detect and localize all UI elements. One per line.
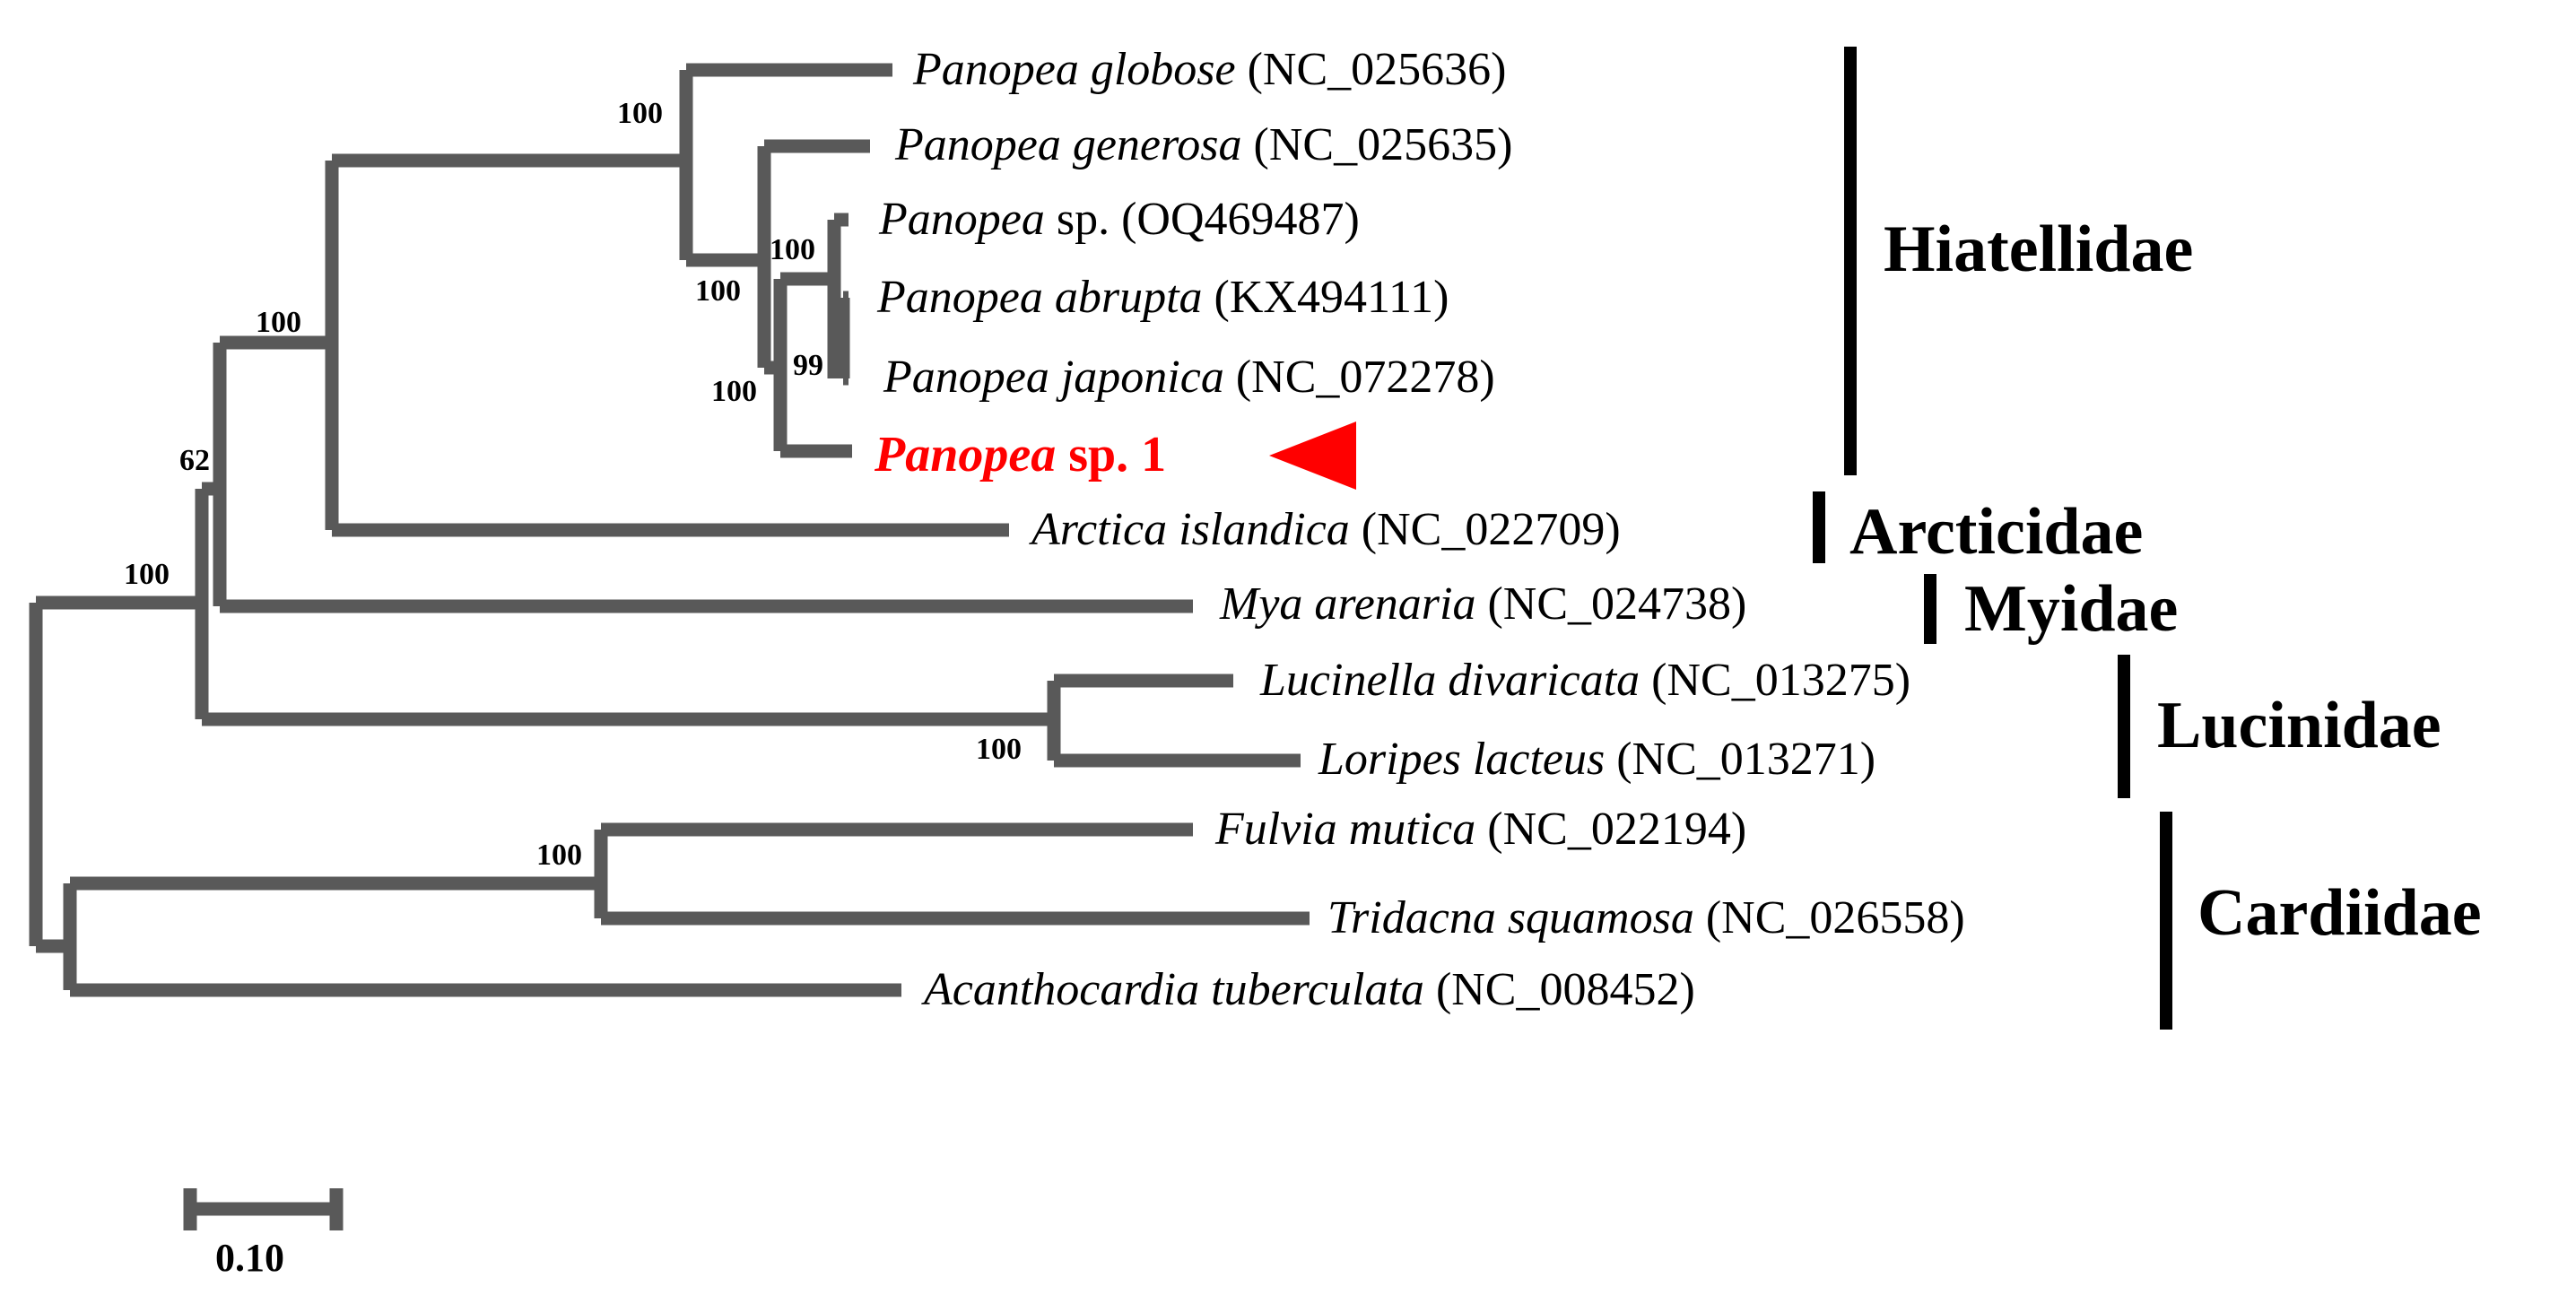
bootstrap-label: 100 (256, 306, 301, 339)
bootstrap-label: 100 (617, 97, 663, 130)
taxon-label: Panopea abrupta (KX494111) (876, 272, 1449, 323)
bootstrap-label: 62 (179, 444, 210, 477)
taxon-labels: Panopea globose (NC_025636) Panopea gene… (874, 44, 1965, 1015)
family-label: Hiatellidae (1884, 213, 2193, 286)
family-label: Myidae (1964, 572, 2178, 646)
bootstrap-label: 100 (770, 233, 815, 266)
tree-branches (29, 63, 1310, 997)
taxon-label: Panopea globose (NC_025636) (912, 44, 1506, 95)
family-label: Lucinidae (2157, 689, 2441, 762)
scale-bar-line (183, 1188, 344, 1230)
taxon-label: Mya arenaria (NC_024738) (1219, 578, 1746, 630)
family-label: Cardiidae (2197, 876, 2482, 950)
taxon-label: Fulvia mutica (NC_022194) (1214, 804, 1746, 855)
bootstrap-label: 100 (976, 733, 1022, 766)
bootstrap-label: 100 (536, 839, 582, 872)
taxon-label: Arctica islandica (NC_022709) (1029, 504, 1621, 555)
taxon-label: Panopea generosa (NC_025635) (894, 119, 1512, 170)
taxon-label: Loripes lacteus (NC_013271) (1318, 734, 1875, 785)
bootstrap-values: 100 100 100 100 99 100 62 100 100 100 (124, 97, 1022, 872)
family-brackets: Hiatellidae Arcticidae Myidae Lucinidae … (1813, 47, 2482, 1030)
scale-bar-label: 0.10 (215, 1236, 284, 1280)
bootstrap-label: 99 (793, 349, 823, 382)
taxon-label-highlighted: Panopea sp. 1 (874, 427, 1166, 482)
taxon-label: Lucinella divaricata (NC_013275) (1259, 655, 1910, 706)
scale-bar: 0.10 (183, 1188, 344, 1280)
taxon-label: Acanthocardia tuberculata (NC_008452) (921, 964, 1695, 1015)
family-label: Arcticidae (1849, 495, 2143, 569)
bootstrap-label: 100 (695, 274, 741, 308)
bootstrap-label: 100 (711, 375, 757, 408)
taxon-label: Tridacna squamosa (NC_026558) (1327, 892, 1965, 943)
taxon-label: Panopea japonica (NC_072278) (883, 352, 1495, 403)
red-triangle-pointer-icon (1269, 422, 1356, 490)
bootstrap-label: 100 (124, 558, 170, 591)
taxon-label: Panopea sp. (OQ469487) (878, 194, 1360, 245)
